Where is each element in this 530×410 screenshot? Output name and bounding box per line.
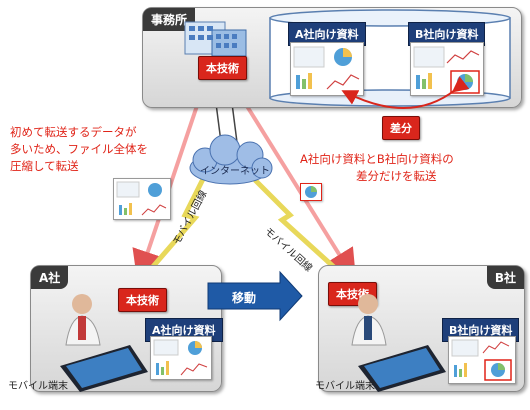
- company-a-tech-label: 本技術: [118, 288, 167, 312]
- transit-doc-full: [113, 178, 171, 220]
- office-tech-label: 本技術: [198, 56, 247, 80]
- company-a-title: A社: [31, 266, 69, 289]
- cloud-label: インターネット: [200, 166, 270, 177]
- transit-doc-diff: [300, 183, 322, 201]
- note-left-line-1: 初めて転送するデータが: [10, 125, 137, 139]
- transfer-beam-to-b: [230, 80, 357, 282]
- mobile-line-a: [148, 173, 208, 272]
- company-a-doc-label: A社向け資料: [145, 318, 223, 342]
- doc-charts-icon: [153, 339, 208, 376]
- doc-charts-icon: [293, 46, 360, 90]
- transfer-beam-to-a: [132, 81, 207, 283]
- diff-label: 差分: [382, 116, 420, 140]
- office-title: 事務所: [143, 8, 196, 31]
- mobile-line-b: [253, 178, 337, 270]
- doc-charts-icon: [116, 181, 167, 216]
- company-b-doc-thumbnail: [448, 336, 516, 384]
- move-label: 移動: [232, 291, 257, 305]
- company-a-device-label: モバイル端末: [8, 381, 68, 392]
- note-left-line-2: 多いため、ファイル全体を: [10, 142, 148, 156]
- doc-charts-icon: [451, 339, 512, 381]
- note-right-line-2: 差分だけを転送: [356, 169, 437, 183]
- company-b-device-label: モバイル端末: [315, 381, 375, 392]
- company-a-doc-thumbnail: [150, 336, 212, 380]
- note-left-line-3: 圧縮して転送: [10, 159, 79, 173]
- note-right-line-1: A社向け資料とB社向け資料の: [300, 152, 454, 166]
- company-b-title: B社: [486, 266, 524, 289]
- pie-chart-icon: [305, 186, 317, 198]
